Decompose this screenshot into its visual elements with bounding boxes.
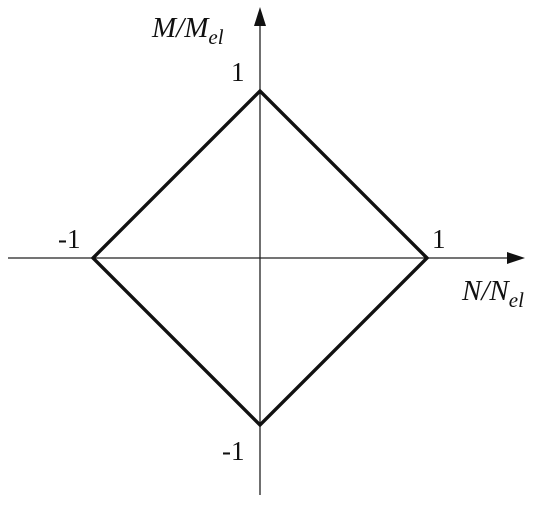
tick-label-y-negative: -1 [222,436,245,466]
y-axis-label-main: M/M [151,12,210,44]
y-axis-label-subscript: el [208,25,223,49]
y-axis-label: M/Mel [151,12,224,49]
interaction-diamond [90,88,430,428]
x-axis-label-main: N/N [461,275,510,307]
x-axis-arrowhead [507,252,525,264]
tick-label-x-positive: 1 [432,224,446,254]
x-axis-label-subscript: el [509,288,524,312]
tick-label-y-positive: 1 [231,57,245,87]
x-axis-label: N/Nel [461,275,524,312]
tick-label-x-negative: -1 [58,224,81,254]
y-axis-arrowhead [254,7,266,26]
